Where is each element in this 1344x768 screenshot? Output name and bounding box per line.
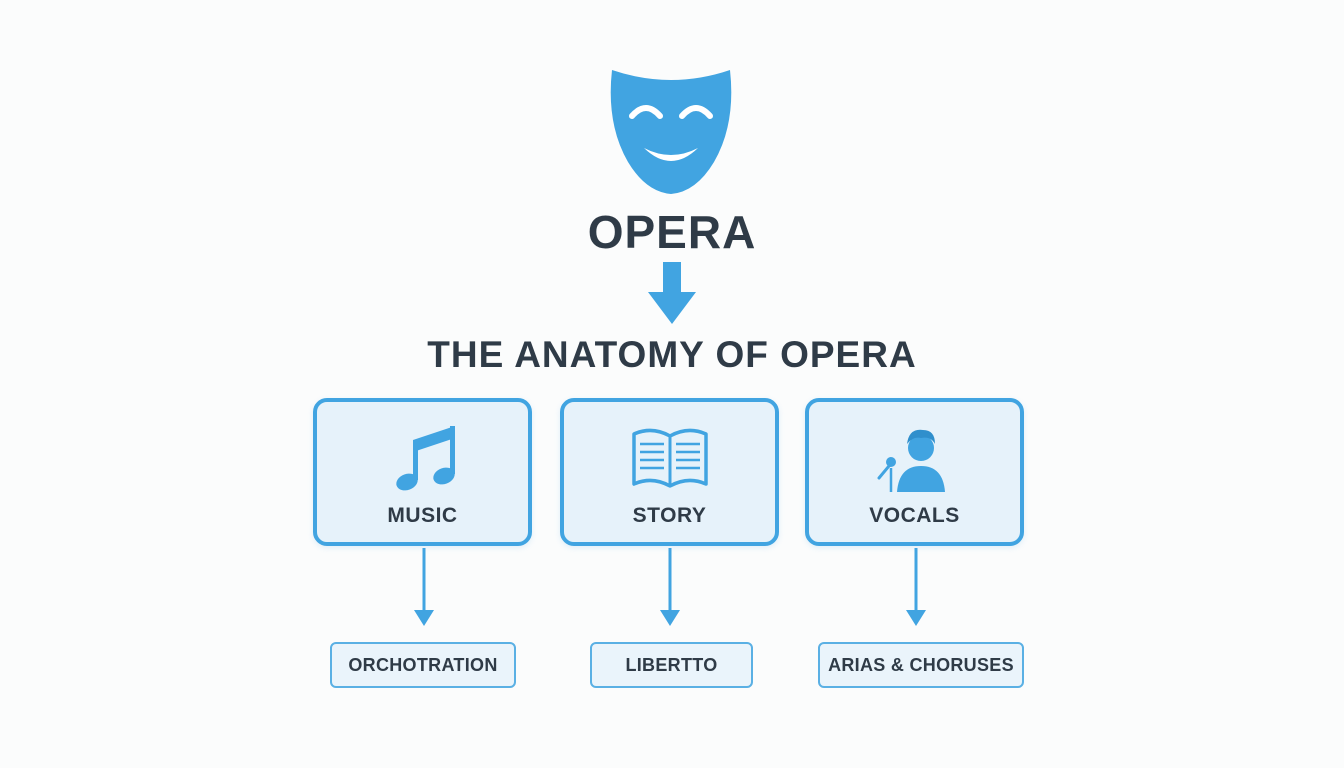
diagram-title: OPERA — [587, 206, 757, 258]
down-arrow-icon — [648, 262, 696, 324]
connector-arrow-vocals — [906, 548, 926, 626]
category-card-music: MUSIC — [313, 398, 532, 546]
music-note-icon — [395, 426, 455, 491]
category-label-vocals: VOCALS — [869, 504, 960, 527]
leaf-box-arias-choruses: ARIAS & CHORUSES — [818, 642, 1024, 688]
leaf-box-orchestration: ORCHOTRATION — [330, 642, 516, 688]
category-label-music: MUSIC — [387, 504, 458, 527]
diagram-subtitle: THE ANATOMY OF OPERA — [427, 334, 917, 375]
connector-arrow-music — [414, 548, 434, 626]
open-book-icon — [631, 428, 708, 488]
singer-microphone-icon — [877, 429, 945, 492]
theatre-mask-icon — [610, 70, 732, 194]
category-card-story: STORY — [560, 398, 779, 546]
category-card-vocals: VOCALS — [805, 398, 1024, 546]
leaf-box-libretto: LIBERTTO — [590, 642, 753, 688]
category-label-story: STORY — [632, 504, 707, 527]
connector-arrow-story — [660, 548, 680, 626]
